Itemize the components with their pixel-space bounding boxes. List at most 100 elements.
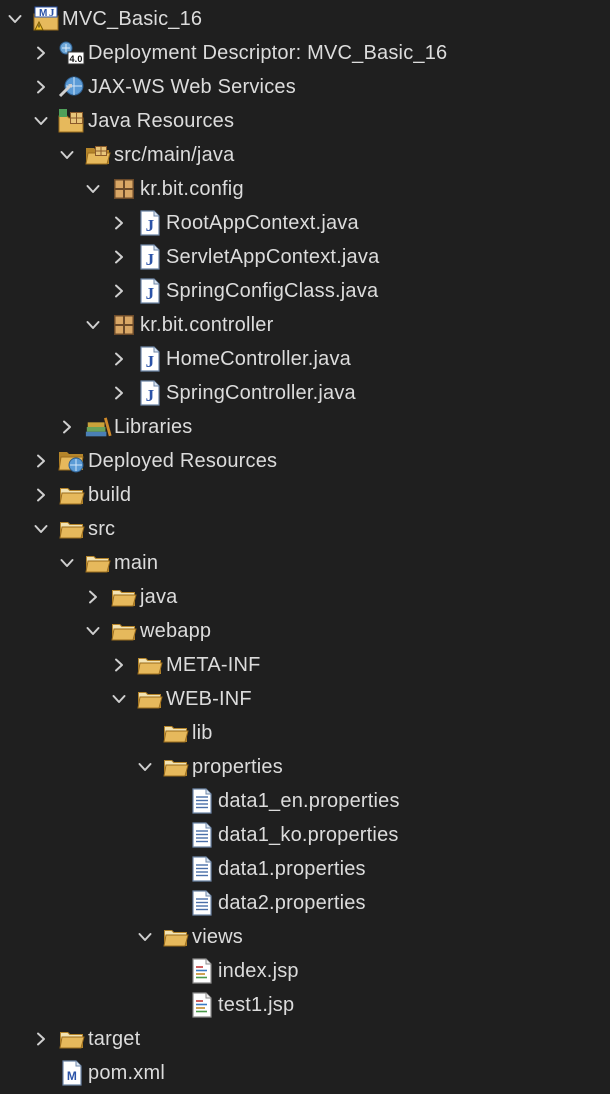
- properties-file-icon: [188, 788, 216, 814]
- tree-node-jax-ws-web-services[interactable]: JAX-WS Web Services: [0, 70, 610, 104]
- tree-node-label: views: [192, 925, 244, 948]
- tree-node-label: WEB-INF: [166, 687, 252, 710]
- chevron-down-icon[interactable]: [32, 520, 50, 538]
- toggle-spacer: [162, 792, 180, 810]
- chevron-down-icon[interactable]: [84, 180, 102, 198]
- chevron-right-icon[interactable]: [110, 350, 128, 368]
- java-file-icon: J: [136, 380, 164, 406]
- tree-node-folder-target[interactable]: target: [0, 1022, 610, 1056]
- chevron-down-icon[interactable]: [84, 622, 102, 640]
- tree-node-label: HomeController.java: [166, 347, 351, 370]
- tree-node-label: MVC_Basic_16: [62, 7, 203, 30]
- tree-node-label: JAX-WS Web Services: [88, 75, 296, 98]
- chevron-right-icon[interactable]: [110, 384, 128, 402]
- tree-node-folder-meta-inf[interactable]: META-INF: [0, 648, 610, 682]
- svg-text:J: J: [146, 216, 155, 235]
- tree-node-folder-java[interactable]: java: [0, 580, 610, 614]
- tree-node-folder-lib[interactable]: lib: [0, 716, 610, 750]
- svg-text:J: J: [146, 386, 155, 405]
- chevron-down-icon[interactable]: [136, 928, 154, 946]
- jsp-file-icon: [188, 992, 216, 1018]
- tree-node-label: data1_en.properties: [218, 789, 400, 812]
- chevron-down-icon[interactable]: [136, 758, 154, 776]
- tree-node-file-index-jsp[interactable]: index.jsp: [0, 954, 610, 988]
- chevron-right-icon[interactable]: [110, 656, 128, 674]
- chevron-down-icon[interactable]: [6, 10, 24, 28]
- svg-text:M: M: [39, 8, 48, 19]
- chevron-down-icon[interactable]: [58, 146, 76, 164]
- maven-pom-icon: M: [58, 1060, 86, 1086]
- chevron-right-icon[interactable]: [58, 418, 76, 436]
- chevron-right-icon[interactable]: [110, 282, 128, 300]
- chevron-right-icon[interactable]: [32, 1030, 50, 1048]
- chevron-down-icon[interactable]: [110, 690, 128, 708]
- tree-node-file-data1-en-properties[interactable]: data1_en.properties: [0, 784, 610, 818]
- tree-node-label: index.jsp: [218, 959, 299, 982]
- chevron-right-icon[interactable]: [84, 588, 102, 606]
- deployed-resources-icon: [58, 448, 86, 474]
- chevron-down-icon[interactable]: [32, 112, 50, 130]
- tree-node-file-data1-ko-properties[interactable]: data1_ko.properties: [0, 818, 610, 852]
- chevron-down-icon[interactable]: [84, 316, 102, 334]
- tree-node-package-kr-bit-controller[interactable]: kr.bit.controller: [0, 308, 610, 342]
- tree-node-folder-web-inf[interactable]: WEB-INF: [0, 682, 610, 716]
- tree-node-folder-webapp[interactable]: webapp: [0, 614, 610, 648]
- properties-file-icon: [188, 856, 216, 882]
- toggle-spacer: [162, 996, 180, 1014]
- package-icon: [110, 176, 138, 202]
- chevron-right-icon[interactable]: [110, 248, 128, 266]
- tree-node-label: data1.properties: [218, 857, 366, 880]
- tree-node-label: META-INF: [166, 653, 261, 676]
- jsp-file-icon: [188, 958, 216, 984]
- tree-node-label: build: [88, 483, 132, 506]
- tree-node-libraries[interactable]: Libraries: [0, 410, 610, 444]
- libraries-icon: [84, 414, 112, 440]
- toggle-spacer: [162, 826, 180, 844]
- tree-node-label: target: [88, 1027, 141, 1050]
- tree-node-label: main: [114, 551, 159, 574]
- java-file-icon: J: [136, 244, 164, 270]
- chevron-right-icon[interactable]: [32, 44, 50, 62]
- tree-node-label: kr.bit.controller: [140, 313, 274, 336]
- tree-node-folder-src[interactable]: src: [0, 512, 610, 546]
- tree-node-label: RootAppContext.java: [166, 211, 359, 234]
- tree-node-folder-properties[interactable]: properties: [0, 750, 610, 784]
- package-icon: [110, 312, 138, 338]
- tree-node-label: webapp: [140, 619, 212, 642]
- svg-text:4.0: 4.0: [69, 54, 82, 64]
- folder-icon: [136, 686, 164, 712]
- chevron-right-icon[interactable]: [32, 486, 50, 504]
- folder-icon: [162, 924, 190, 950]
- tree-node-file-rootappcontext[interactable]: J RootAppContext.java: [0, 206, 610, 240]
- chevron-right-icon[interactable]: [32, 78, 50, 96]
- tree-node-label: data1_ko.properties: [218, 823, 399, 846]
- tree-node-java-resources[interactable]: Java Resources: [0, 104, 610, 138]
- tree-node-file-data1-properties[interactable]: data1.properties: [0, 852, 610, 886]
- tree-node-file-test1-jsp[interactable]: test1.jsp: [0, 988, 610, 1022]
- tree-node-folder-build[interactable]: build: [0, 478, 610, 512]
- chevron-right-icon[interactable]: [110, 214, 128, 232]
- tree-node-package-kr-bit-config[interactable]: kr.bit.config: [0, 172, 610, 206]
- folder-icon: [58, 1026, 86, 1052]
- tree-node-file-data2-properties[interactable]: data2.properties: [0, 886, 610, 920]
- deployment-descriptor-icon: 4.0: [58, 40, 86, 66]
- svg-text:J: J: [49, 7, 55, 19]
- tree-node-folder-main[interactable]: main: [0, 546, 610, 580]
- folder-icon: [110, 618, 138, 644]
- tree-node-deployed-resources[interactable]: Deployed Resources: [0, 444, 610, 478]
- chevron-down-icon[interactable]: [58, 554, 76, 572]
- folder-icon: [162, 720, 190, 746]
- tree-node-folder-views[interactable]: views: [0, 920, 610, 954]
- chevron-right-icon[interactable]: [32, 452, 50, 470]
- toggle-spacer: [162, 962, 180, 980]
- java-file-icon: J: [136, 210, 164, 236]
- tree-node-src-main-java[interactable]: src/main/java: [0, 138, 610, 172]
